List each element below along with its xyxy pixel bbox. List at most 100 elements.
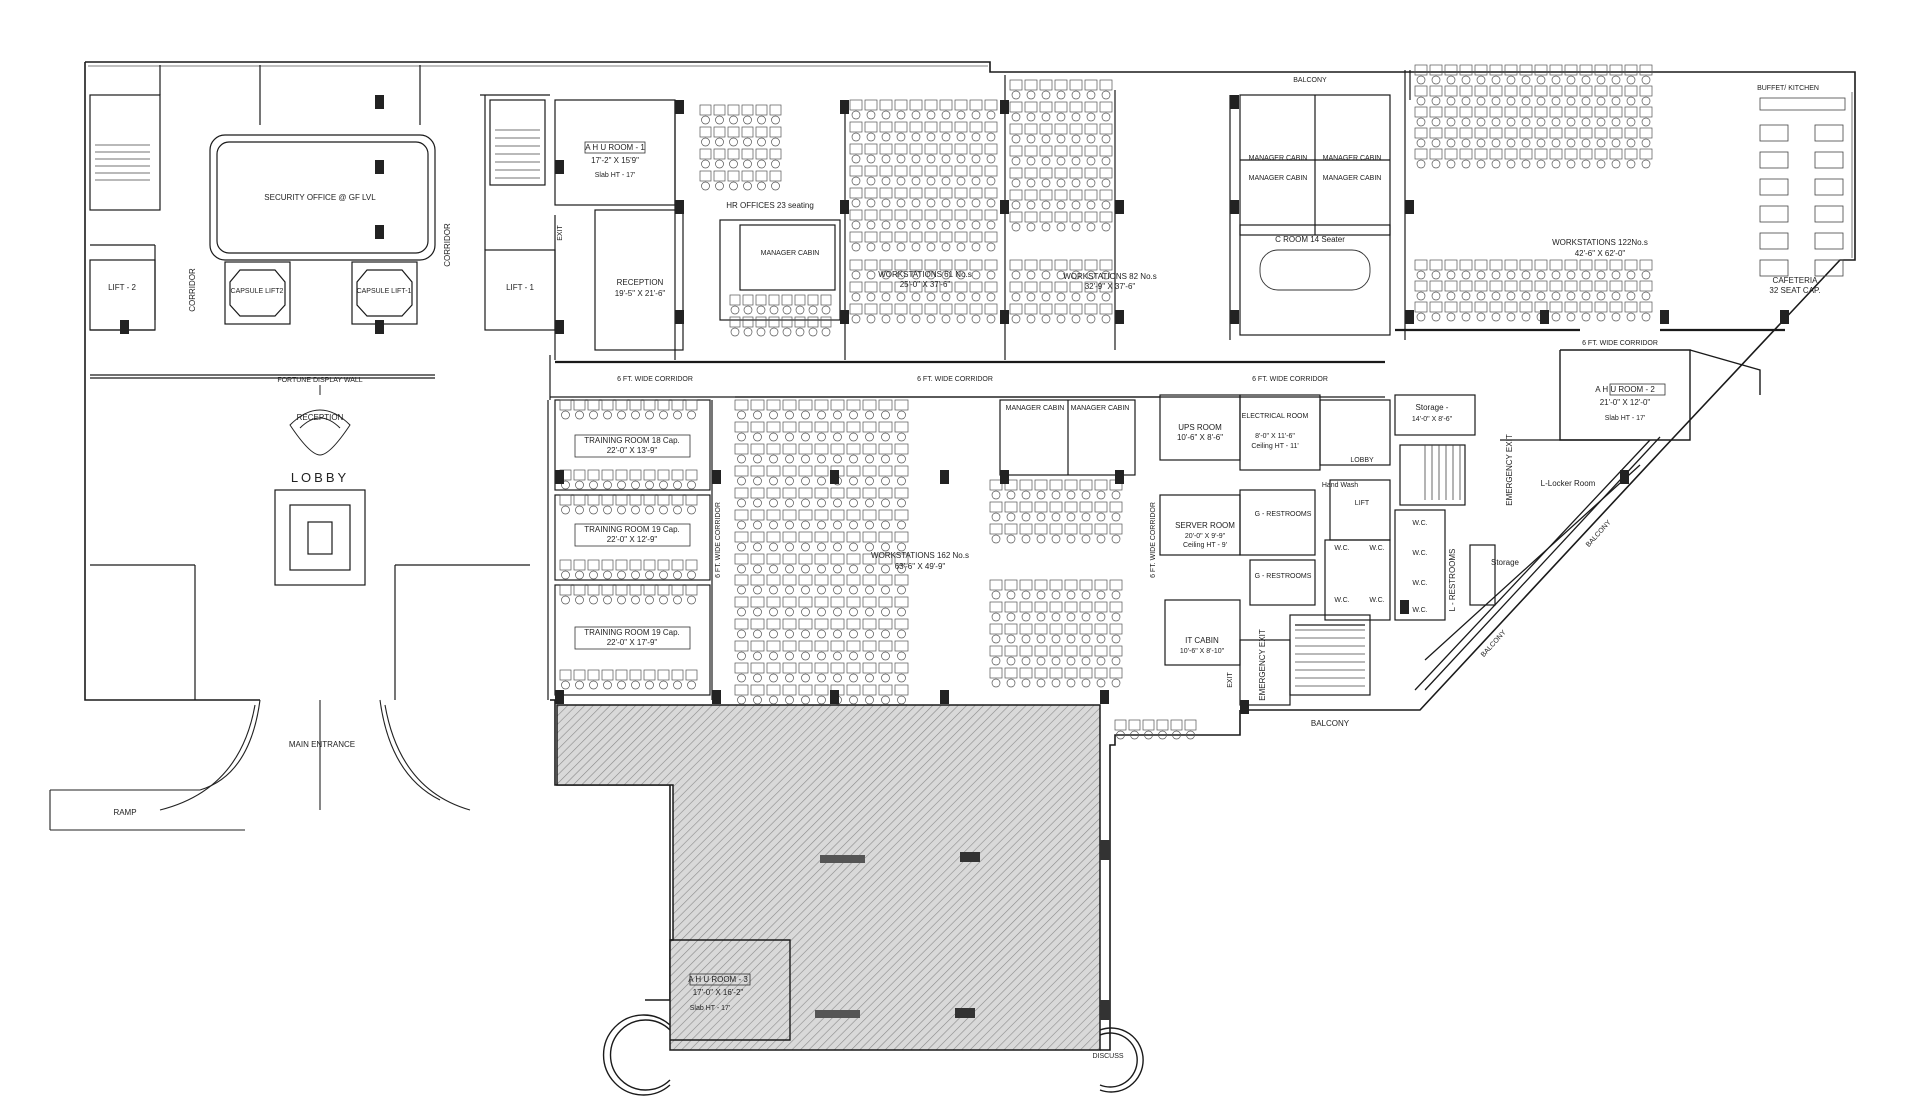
workstation-desk bbox=[830, 662, 845, 683]
structural-column bbox=[1000, 310, 1009, 324]
workstation-desk bbox=[1594, 106, 1608, 127]
workstation-desk bbox=[615, 669, 628, 690]
workstation-desk bbox=[766, 399, 781, 420]
workstation-desk bbox=[1639, 106, 1653, 127]
workstation-desk bbox=[643, 669, 656, 690]
workstation-desk bbox=[750, 640, 765, 661]
workstation-desk bbox=[734, 443, 749, 464]
workstation-desk bbox=[768, 294, 780, 315]
workstation-desk bbox=[846, 509, 861, 530]
workstation-desk bbox=[1414, 106, 1428, 127]
label-boxes bbox=[574, 141, 1666, 986]
workstation-desk bbox=[1084, 281, 1098, 302]
storage-1-name: Storage - bbox=[1416, 403, 1449, 412]
workstation-desk bbox=[1489, 280, 1503, 301]
workstation-desk bbox=[954, 121, 968, 142]
workstation-desk bbox=[1624, 85, 1638, 106]
workstation-desk bbox=[862, 574, 877, 595]
balcony-diag-2-label: BALCONY bbox=[1480, 629, 1508, 659]
workstation-desk bbox=[1504, 259, 1518, 280]
workstation-desk bbox=[814, 684, 829, 705]
workstation-desk bbox=[989, 645, 1003, 666]
workstation-desk bbox=[1109, 523, 1123, 544]
workstation-desk bbox=[1084, 145, 1098, 166]
workstation-desk bbox=[1054, 123, 1068, 144]
workstation-desk bbox=[1109, 501, 1123, 522]
workstation-desk bbox=[734, 421, 749, 442]
workstation-desk bbox=[1054, 79, 1068, 100]
workstation-desk bbox=[1459, 148, 1473, 169]
workstation-desk bbox=[1444, 280, 1458, 301]
structural-column bbox=[1230, 200, 1239, 214]
workstation-desk bbox=[1534, 64, 1548, 85]
workstation-desk bbox=[846, 443, 861, 464]
workstation-desk bbox=[587, 584, 600, 605]
workstation-desk bbox=[894, 662, 909, 683]
workstation-desk bbox=[1564, 85, 1578, 106]
workstation-desk bbox=[1444, 106, 1458, 127]
workstation-desk bbox=[1084, 123, 1098, 144]
workstation-desk bbox=[909, 99, 923, 120]
workstation-desk bbox=[954, 281, 968, 302]
training1-name: TRAINING ROOM 18 Cap. bbox=[584, 436, 680, 445]
workstation-desk bbox=[894, 553, 909, 574]
workstation-desk bbox=[846, 662, 861, 683]
cafeteria-table bbox=[1759, 205, 1789, 223]
structural-column bbox=[840, 310, 849, 324]
workstation-desk bbox=[1034, 601, 1048, 622]
workstation-desk bbox=[954, 209, 968, 230]
workstation-desk bbox=[657, 469, 670, 490]
workstation-desk bbox=[984, 121, 998, 142]
structural-column bbox=[1240, 700, 1249, 714]
ws122-size: 42'-6" X 62'-0" bbox=[1575, 249, 1626, 258]
workstation-desk bbox=[830, 443, 845, 464]
workstation-desk bbox=[1459, 106, 1473, 127]
workstation-desk bbox=[601, 669, 614, 690]
workstation-desk bbox=[846, 487, 861, 508]
workstation-desk bbox=[984, 143, 998, 164]
workstation-desk bbox=[769, 126, 782, 147]
workstation-desk bbox=[1054, 303, 1068, 324]
workstation-desk bbox=[989, 523, 1003, 544]
corridor-left-label: CORRIDOR bbox=[188, 268, 197, 312]
cafeteria-table bbox=[1814, 232, 1844, 250]
workstation-desk bbox=[1004, 623, 1018, 644]
workstation-desk bbox=[830, 399, 845, 420]
lobby-label: LOBBY bbox=[291, 470, 349, 485]
workstation-desk bbox=[601, 584, 614, 605]
workstation-desk bbox=[814, 399, 829, 420]
workstation-desk bbox=[1049, 479, 1063, 500]
workstation-desk bbox=[798, 684, 813, 705]
fortune-wall-label: FORTUNE DISPLAY WALL bbox=[277, 377, 362, 384]
workstation-desk bbox=[573, 584, 586, 605]
ahu3-size: 17'-0" X 16'-2" bbox=[693, 988, 744, 997]
workstation-desk bbox=[629, 559, 642, 580]
croom-label: C ROOM 14 Seater bbox=[1275, 235, 1345, 244]
workstation-desk bbox=[830, 618, 845, 639]
workstation-desk bbox=[1459, 280, 1473, 301]
workstation-desk bbox=[1534, 127, 1548, 148]
workstation-desk bbox=[1069, 123, 1083, 144]
ws122-name: WORKSTATIONS 122No.s bbox=[1552, 238, 1648, 247]
corridor-label-2: 6 FT. WIDE CORRIDOR bbox=[917, 376, 993, 383]
corridor-label-4: 6 FT. WIDE CORRIDOR bbox=[1582, 340, 1658, 347]
workstation-desk bbox=[1534, 106, 1548, 127]
workstation-desk bbox=[864, 303, 878, 324]
workstation-desk bbox=[909, 303, 923, 324]
corridor-right-label: CORRIDOR bbox=[443, 223, 452, 267]
workstation-desk bbox=[1079, 601, 1093, 622]
workstation-desk bbox=[1579, 127, 1593, 148]
workstation-desk bbox=[766, 684, 781, 705]
workstation-desk bbox=[587, 669, 600, 690]
workstation-desk bbox=[807, 316, 819, 337]
workstation-desk bbox=[1069, 101, 1083, 122]
workstation-desk bbox=[1429, 85, 1443, 106]
workstation-desk bbox=[1069, 259, 1083, 280]
workstation-desk bbox=[1489, 301, 1503, 322]
workstation-desk bbox=[1624, 301, 1638, 322]
workstation-desk bbox=[849, 281, 863, 302]
workstation-desk bbox=[984, 231, 998, 252]
workstation-desk bbox=[830, 487, 845, 508]
workstation-desk bbox=[1444, 148, 1458, 169]
workstation-desk bbox=[1004, 645, 1018, 666]
